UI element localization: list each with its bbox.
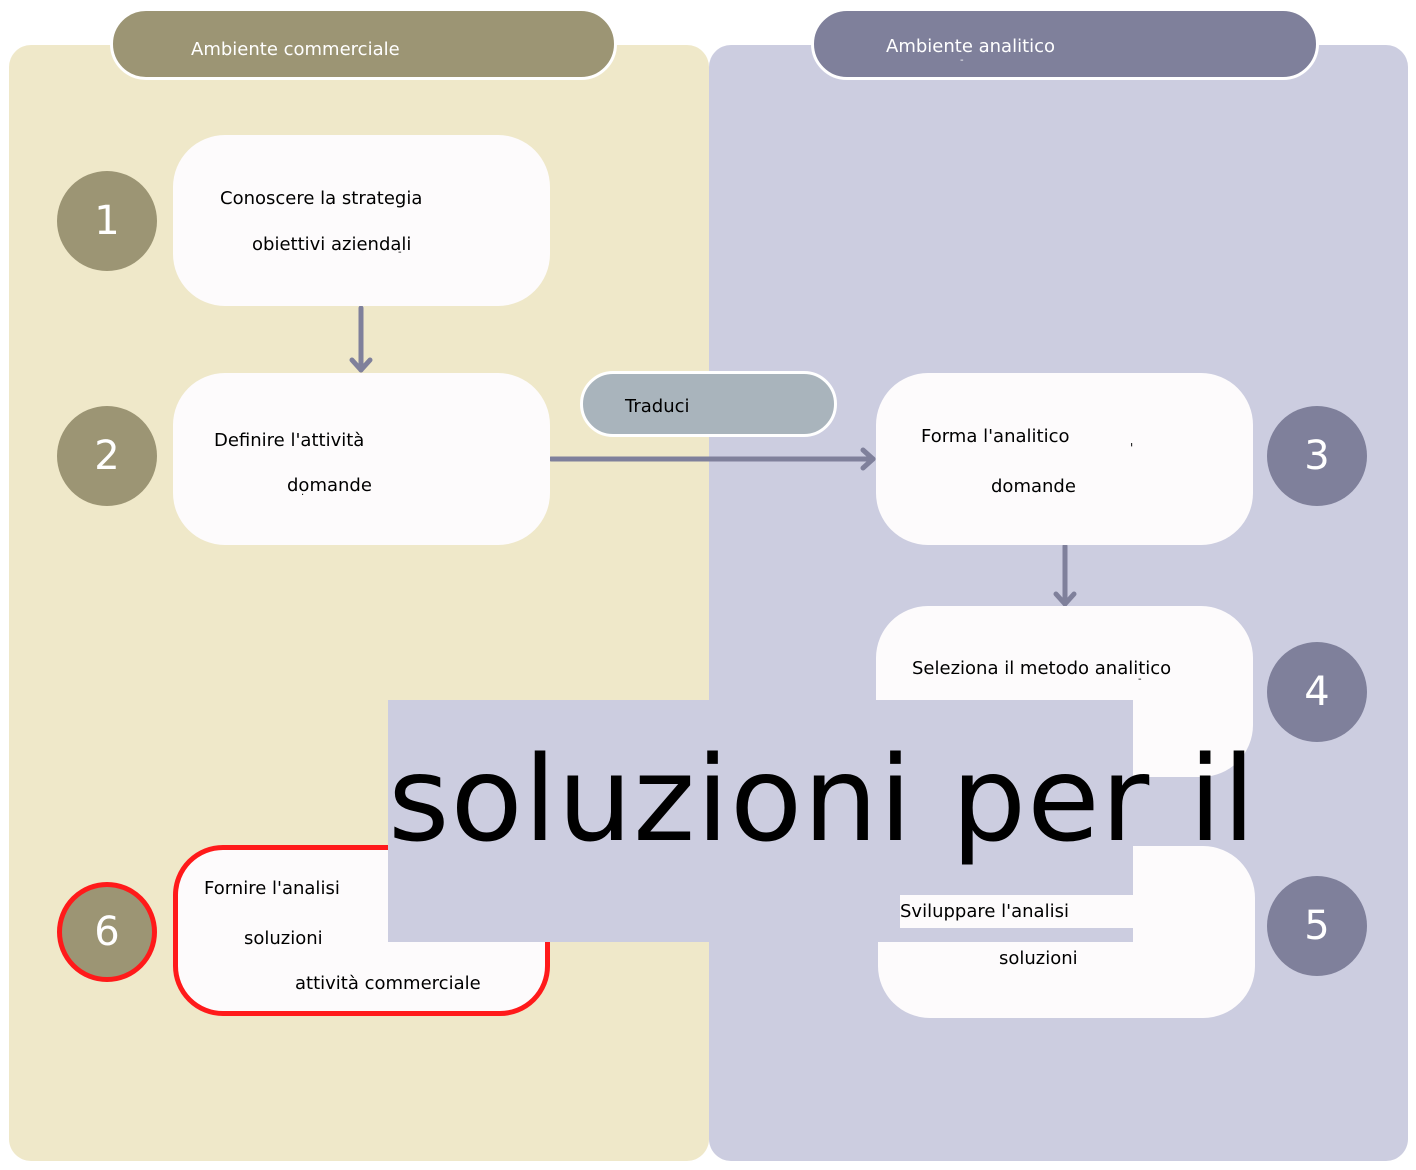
step-6-badge: 6: [57, 882, 157, 982]
analytic-header-mark: -: [960, 55, 964, 66]
step-2-number: 2: [94, 433, 120, 479]
step-5-line-1: Sviluppare l'analisi: [900, 895, 1133, 928]
overlay-banner-text: soluzioni per il: [388, 730, 1257, 868]
step-5-badge: 5: [1267, 876, 1367, 976]
arrow-step1-to-step2: [349, 305, 373, 373]
step-6-line-1: Fornire l'analisi: [204, 878, 340, 899]
step-3-box[interactable]: Forma l'analitico ' domande: [876, 373, 1253, 545]
step-2-badge: 2: [57, 406, 157, 506]
translate-connector-pill: Traduci: [580, 371, 837, 437]
step-2-box[interactable]: Definire l'attività domande .: [173, 373, 550, 545]
step-1-badge: 1: [57, 171, 157, 271]
step-3-line-2: domande: [991, 476, 1076, 497]
step-1-mark: -: [398, 247, 402, 258]
step-6-number: 6: [94, 909, 120, 955]
arrow-step3-to-step4: [1053, 543, 1077, 607]
step-4-line-1: Seleziona il metodo analitico: [912, 658, 1172, 679]
step-3-line-1: Forma l'analitico: [921, 426, 1070, 447]
step-2-mark: .: [301, 487, 305, 498]
step-6-line-2: soluzioni: [244, 928, 323, 949]
step-4-badge: 4: [1267, 642, 1367, 742]
step-1-line-2: obiettivi aziendali: [252, 234, 412, 255]
step-2-line-2: domande: [287, 475, 372, 496]
step-6-line-3: attività commerciale: [295, 973, 481, 994]
step-4-number: 4: [1304, 669, 1330, 715]
step-5-line-2: soluzioni: [999, 948, 1078, 969]
translate-label: Traduci: [625, 396, 690, 417]
step-1-number: 1: [94, 198, 120, 244]
step-1-box[interactable]: Conoscere la strategia obiettivi azienda…: [173, 135, 550, 306]
analytic-environment-header: Ambiente analitico -: [811, 8, 1319, 80]
commercial-environment-header: Ambiente commerciale: [110, 8, 617, 80]
step-5-number: 5: [1304, 903, 1330, 949]
step-3-mark: ': [1130, 441, 1134, 455]
arrow-step2-to-step3: [548, 447, 876, 471]
analytic-header-label: Ambiente analitico: [886, 36, 1056, 57]
step-4-mark: -: [1138, 674, 1142, 685]
step-2-line-1: Definire l'attività: [214, 430, 365, 451]
step-3-number: 3: [1304, 433, 1330, 479]
step-3-badge: 3: [1267, 406, 1367, 506]
step-1-line-1: Conoscere la strategia: [220, 188, 423, 209]
commercial-header-label: Ambiente commerciale: [191, 39, 400, 60]
